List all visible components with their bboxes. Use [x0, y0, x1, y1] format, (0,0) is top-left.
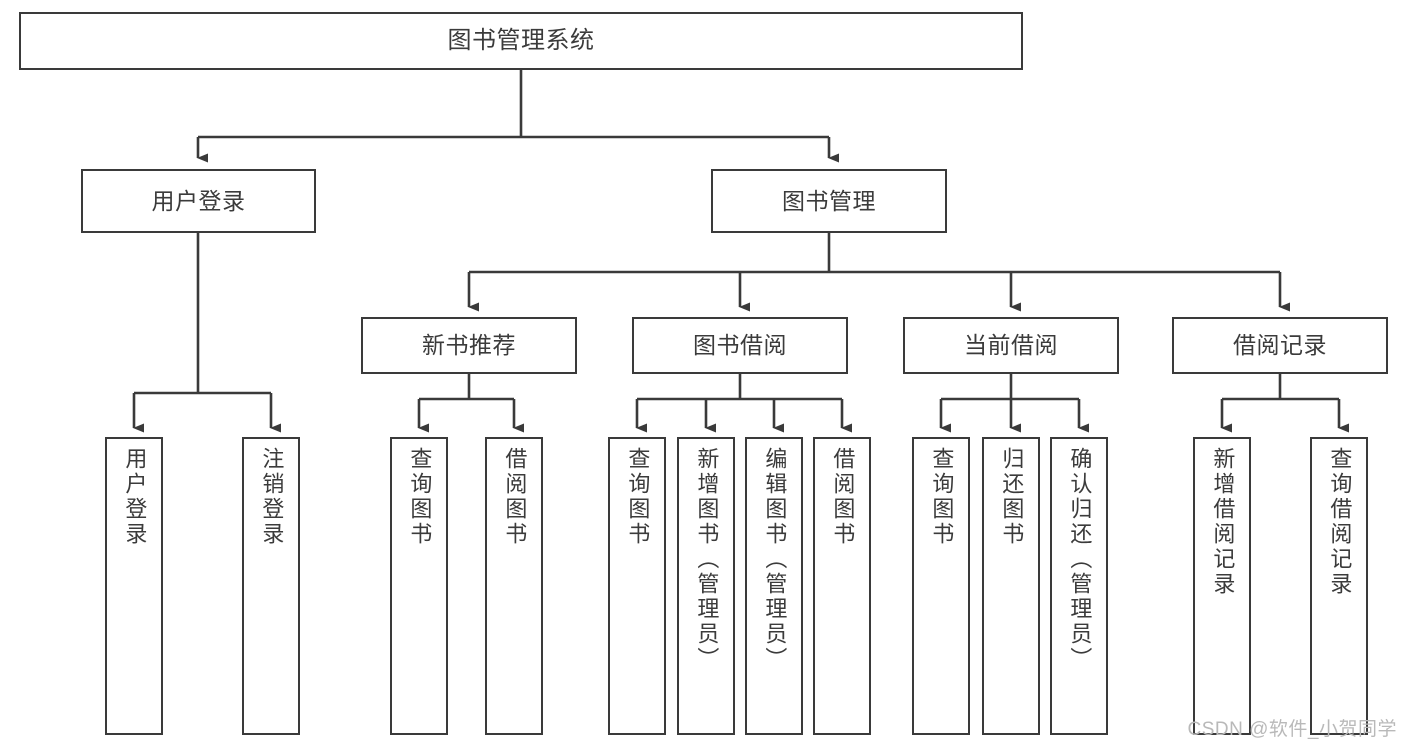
node-label: 借阅记录 [1233, 332, 1327, 359]
watermark-text: CSDN @软件_小贺同学 [1187, 719, 1397, 740]
node-label: 借阅图书 [502, 447, 528, 547]
node-book-management[interactable]: 图书管理 [711, 169, 947, 233]
node-leaf-query-book-recommend[interactable]: 查询图书 [390, 437, 448, 735]
node-label: 用户登录 [151, 187, 246, 214]
node-leaf-borrow-book[interactable]: 借阅图书 [813, 437, 871, 735]
node-borrowing-records[interactable]: 借阅记录 [1172, 317, 1388, 374]
node-label: 图书管理系统 [447, 27, 595, 55]
node-book-borrowing[interactable]: 图书借阅 [632, 317, 848, 374]
node-label: 当前借阅 [964, 332, 1058, 359]
node-label: 注销登录 [259, 447, 285, 547]
node-label: 用户登录 [122, 447, 148, 547]
node-leaf-edit-book-admin[interactable]: 编辑图书（管理员） [745, 437, 803, 735]
node-leaf-user-login[interactable]: 用户登录 [105, 437, 163, 735]
node-leaf-borrow-book-recommend[interactable]: 借阅图书 [485, 437, 543, 735]
node-label: 图书借阅 [693, 332, 787, 359]
node-leaf-logout[interactable]: 注销登录 [242, 437, 300, 735]
node-label: 借阅图书 [830, 447, 856, 547]
node-new-book-recommendation[interactable]: 新书推荐 [361, 317, 577, 374]
node-label: 新增借阅记录 [1210, 447, 1236, 597]
node-leaf-query-book-current[interactable]: 查询图书 [912, 437, 970, 735]
node-label: 编辑图书（管理员） [762, 447, 788, 672]
node-user-login[interactable]: 用户登录 [81, 169, 316, 233]
node-leaf-query-borrow-record[interactable]: 查询借阅记录 [1310, 437, 1368, 735]
node-label: 查询图书 [407, 447, 433, 547]
node-leaf-return-book[interactable]: 归还图书 [982, 437, 1040, 735]
node-label: 确认归还（管理员） [1067, 447, 1093, 672]
node-label: 图书管理 [782, 187, 876, 214]
node-current-borrowing[interactable]: 当前借阅 [903, 317, 1119, 374]
node-leaf-add-book-admin[interactable]: 新增图书（管理员） [677, 437, 735, 735]
node-label: 归还图书 [999, 447, 1025, 547]
node-label: 新增图书（管理员） [694, 447, 720, 672]
node-root-book-management-system[interactable]: 图书管理系统 [19, 12, 1023, 70]
node-label: 新书推荐 [422, 332, 516, 359]
node-leaf-confirm-return-admin[interactable]: 确认归还（管理员） [1050, 437, 1108, 735]
node-leaf-add-borrow-record[interactable]: 新增借阅记录 [1193, 437, 1251, 735]
node-label: 查询借阅记录 [1327, 447, 1353, 597]
node-label: 查询图书 [625, 447, 651, 547]
node-label: 查询图书 [929, 447, 955, 547]
node-leaf-query-book-borrow[interactable]: 查询图书 [608, 437, 666, 735]
